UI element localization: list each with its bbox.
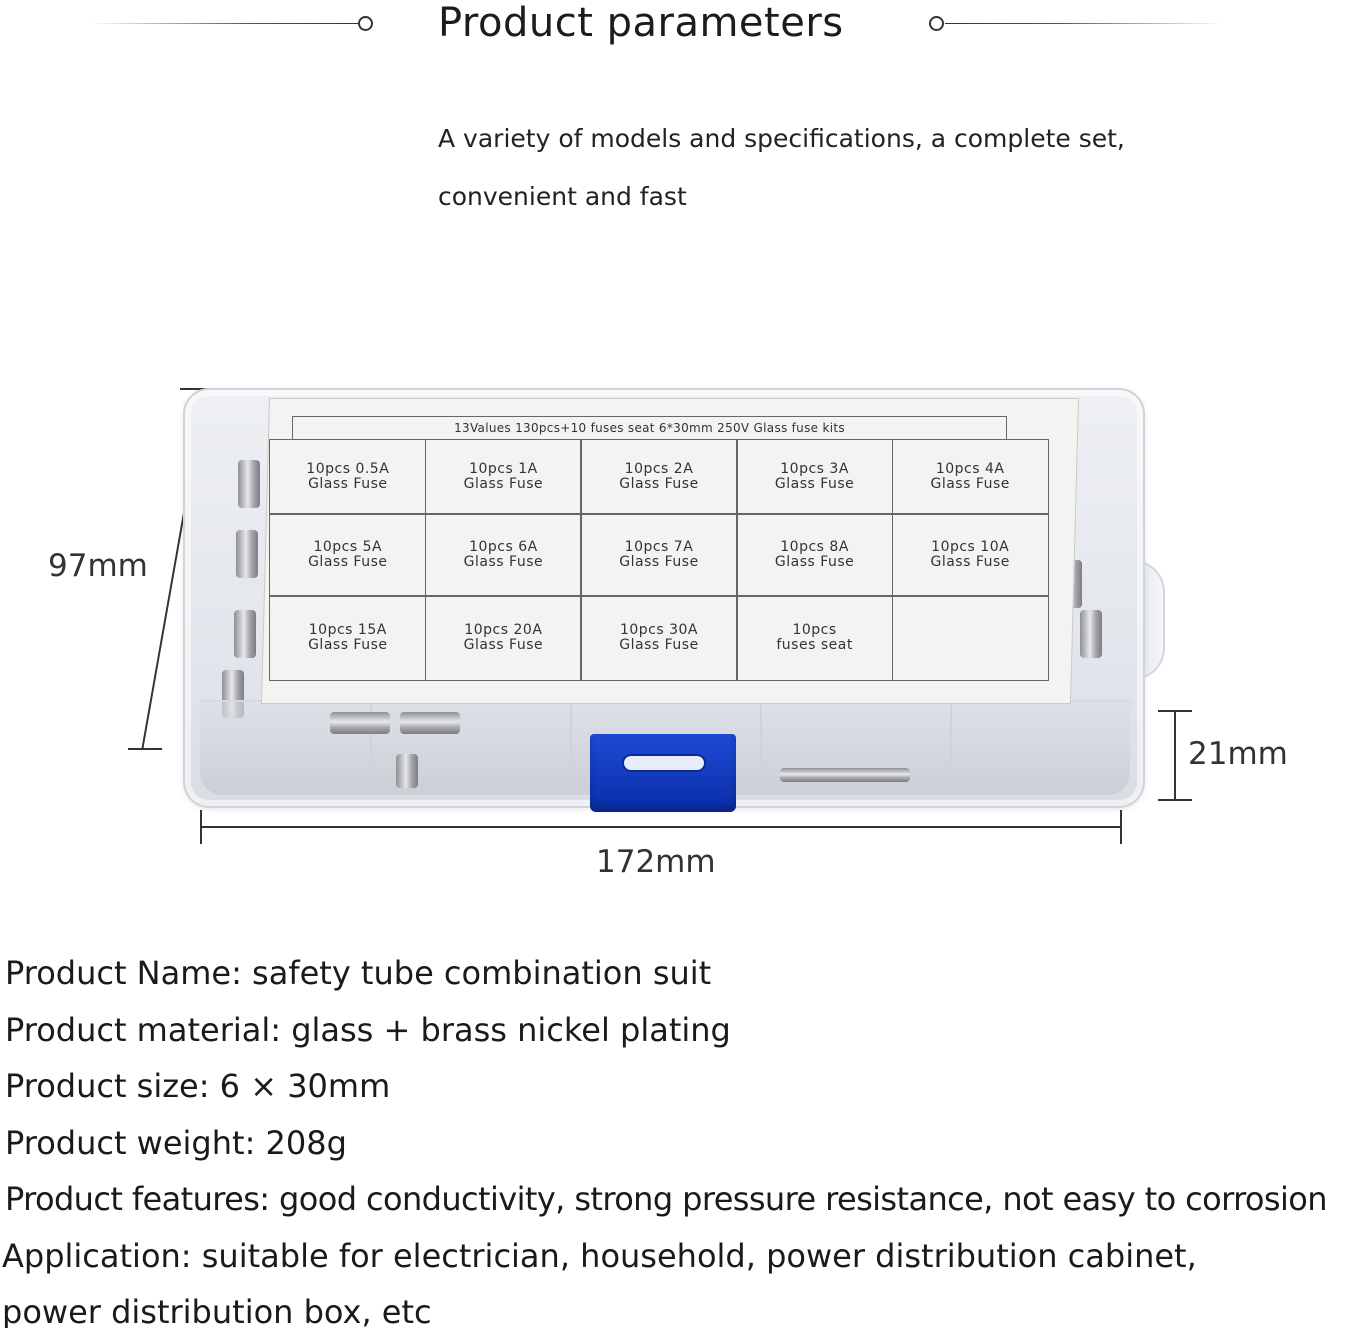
label-cell: 10pcs 8A Glass Fuse — [736, 513, 894, 597]
box-clasp — [590, 734, 736, 812]
label-cell: 10pcs 1A Glass Fuse — [424, 439, 582, 515]
label-cell: 10pcs 7A Glass Fuse — [580, 513, 738, 597]
label-cell — [891, 595, 1049, 681]
fuse-seat — [780, 768, 910, 782]
label-cell: 10pcs 4A Glass Fuse — [891, 439, 1049, 515]
depth-dim-label: 21mm — [1188, 736, 1288, 772]
product-figure: 97mm 13Values 130pcs+10 fuses seat 6*30m… — [0, 370, 1347, 890]
label-cell: 10pcs 20A Glass Fuse — [424, 595, 582, 681]
fuse — [400, 712, 460, 734]
depth-dim-cap-bottom — [1158, 799, 1192, 801]
header-circle-icon-right — [929, 16, 944, 31]
label-cell: 10pcs 0.5A Glass Fuse — [269, 439, 427, 515]
header-circle-icon-left — [358, 16, 373, 31]
spec-name: Product Name: safety tube combination su… — [5, 954, 712, 992]
clasp-slot — [622, 754, 706, 772]
tray-divider — [760, 705, 762, 790]
height-dim-cap-bottom — [128, 748, 162, 750]
fuse — [236, 530, 258, 578]
depth-dim-line — [1174, 710, 1176, 800]
width-dim-line — [200, 826, 1122, 828]
label-cell: 10pcs 3A Glass Fuse — [736, 439, 894, 515]
label-cell: 10pcs 6A Glass Fuse — [424, 513, 582, 597]
box-label-heading: 13Values 130pcs+10 fuses seat 6*30mm 250… — [292, 416, 1007, 440]
label-cell: 10pcs 10A Glass Fuse — [891, 513, 1049, 597]
label-cell: 10pcs fuses seat — [736, 595, 894, 681]
fuse — [238, 460, 260, 508]
header-line-left — [90, 23, 358, 24]
label-cell: 10pcs 5A Glass Fuse — [269, 513, 427, 597]
spec-application: Application: suitable for electrician, h… — [2, 1236, 1197, 1328]
product-specs: Product Name: safety tube combination su… — [2, 945, 1347, 1328]
spec-size: Product size: 6 × 30mm — [5, 1067, 391, 1105]
height-dim-label: 97mm — [48, 548, 148, 584]
header-line-right — [945, 23, 1225, 24]
tray-divider — [950, 705, 952, 790]
label-cell: 10pcs 30A Glass Fuse — [580, 595, 738, 681]
fuse — [330, 712, 390, 734]
fuse — [234, 610, 256, 658]
width-dim-label: 172mm — [596, 844, 716, 880]
tray-divider — [570, 705, 572, 790]
width-dim-cap-right — [1120, 810, 1122, 844]
page-subtitle: A variety of models and specifications, … — [438, 124, 1125, 211]
page-title: Product parameters — [438, 0, 844, 46]
label-cell: 10pcs 15A Glass Fuse — [269, 595, 427, 681]
fuse — [396, 754, 418, 788]
spec-weight: Product weight: 208g — [5, 1123, 347, 1162]
spec-material: Product material: glass + brass nickel p… — [5, 1010, 731, 1049]
spec-features: Product features: good conductivity, str… — [5, 1180, 1328, 1218]
box-label-grid: 10pcs 0.5A Glass Fuse 10pcs 1A Glass Fus… — [269, 439, 1049, 681]
tray-divider — [370, 705, 372, 790]
fuse — [1080, 610, 1102, 658]
label-cell: 10pcs 2A Glass Fuse — [580, 439, 738, 515]
